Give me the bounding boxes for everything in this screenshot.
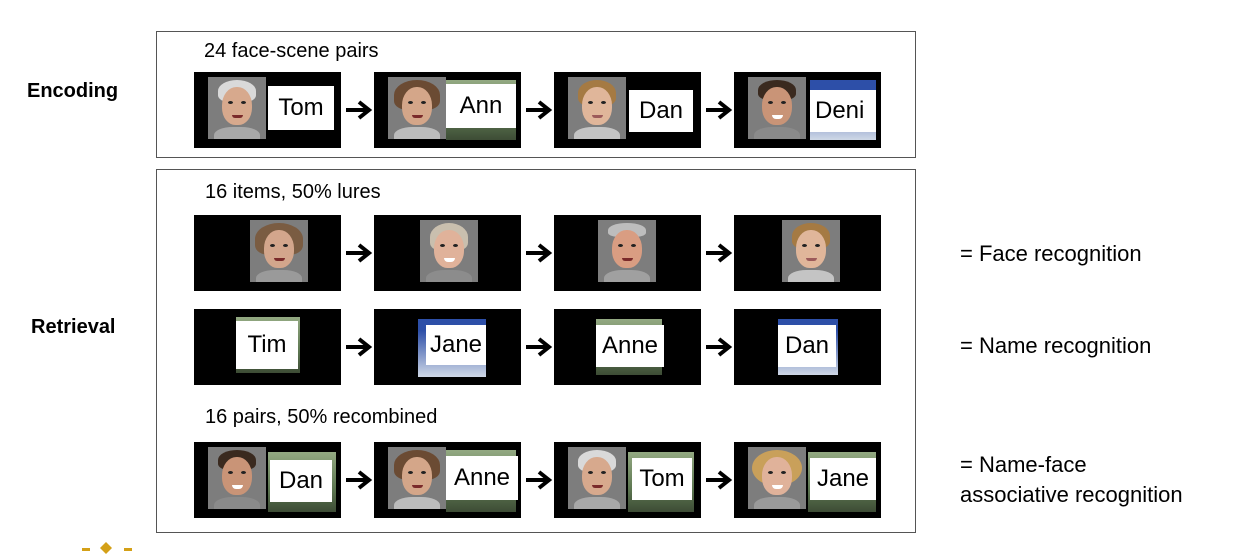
face-recognition-label: = Face recognition bbox=[960, 241, 1142, 266]
name-card: Dan bbox=[629, 90, 693, 132]
arrow-right-icon bbox=[701, 72, 734, 148]
arrow-right-icon bbox=[341, 72, 374, 148]
name-card: Dan bbox=[270, 460, 332, 502]
encoding-tile-4: Deni bbox=[734, 72, 881, 148]
name-recognition-sequence: Tim Jane Anne Dan bbox=[194, 309, 881, 385]
pair-tile-1: Dan bbox=[194, 442, 341, 518]
arrow-right-icon bbox=[701, 442, 734, 518]
face-recognition-caption: 16 items, 50% lures bbox=[205, 181, 381, 203]
encoding-caption: 24 face-scene pairs bbox=[204, 40, 379, 62]
face-photo bbox=[250, 220, 308, 282]
face-photo bbox=[208, 77, 266, 139]
name-card: Deni bbox=[810, 90, 876, 132]
arrow-right-icon bbox=[521, 215, 554, 291]
face-photo bbox=[598, 220, 656, 282]
name-card: Ann bbox=[446, 84, 516, 128]
arrow-right-icon bbox=[341, 215, 374, 291]
encoding-tile-2: Ann bbox=[374, 72, 521, 148]
face-photo bbox=[568, 447, 626, 509]
arrow-right-icon bbox=[521, 72, 554, 148]
face-photo bbox=[748, 447, 806, 509]
arrow-right-icon bbox=[701, 215, 734, 291]
face-tile-2 bbox=[374, 215, 521, 291]
associative-recognition-label-line1: = Name-face bbox=[960, 452, 1087, 477]
retrieval-label: Retrieval bbox=[31, 316, 116, 338]
face-tile-1 bbox=[194, 215, 341, 291]
encoding-label: Encoding bbox=[27, 80, 119, 102]
name-card: Tom bbox=[632, 458, 692, 500]
name-tile-4: Dan bbox=[734, 309, 881, 385]
face-recognition-sequence bbox=[194, 215, 881, 291]
name-card: Anne bbox=[596, 325, 664, 367]
arrow-right-icon bbox=[341, 309, 374, 385]
encoding-tile-3: Dan bbox=[554, 72, 701, 148]
name-recognition-label: = Name recognition bbox=[960, 333, 1152, 358]
face-photo bbox=[388, 447, 446, 509]
pair-tile-3: Tom bbox=[554, 442, 701, 518]
associative-recognition-sequence: Dan Anne Tom bbox=[194, 442, 881, 518]
arrow-right-icon bbox=[701, 309, 734, 385]
associative-recognition-caption: 16 pairs, 50% recombined bbox=[205, 406, 438, 428]
name-tile-3: Anne bbox=[554, 309, 701, 385]
name-tile-2: Jane bbox=[374, 309, 521, 385]
face-photo bbox=[568, 77, 626, 139]
face-photo bbox=[388, 77, 446, 139]
name-card: Tom bbox=[268, 86, 334, 130]
pair-tile-4: Jane bbox=[734, 442, 881, 518]
arrow-right-icon bbox=[521, 309, 554, 385]
face-photo bbox=[748, 77, 806, 139]
encoding-sequence: Tom Ann Dan Deni bbox=[194, 72, 881, 148]
arrow-right-icon bbox=[521, 442, 554, 518]
encoding-tile-1: Tom bbox=[194, 72, 341, 148]
name-card: Jane bbox=[810, 458, 876, 500]
name-card: Tim bbox=[236, 321, 298, 369]
arrow-right-icon bbox=[341, 442, 374, 518]
face-photo bbox=[420, 220, 478, 282]
logo-ornament-icon bbox=[82, 541, 134, 554]
face-photo bbox=[208, 447, 266, 509]
face-tile-4 bbox=[734, 215, 881, 291]
pair-tile-2: Anne bbox=[374, 442, 521, 518]
name-card: Dan bbox=[778, 325, 836, 367]
name-tile-1: Tim bbox=[194, 309, 341, 385]
name-card: Jane bbox=[426, 325, 486, 365]
face-tile-3 bbox=[554, 215, 701, 291]
face-photo bbox=[782, 220, 840, 282]
name-card: Anne bbox=[446, 456, 518, 500]
associative-recognition-label-line2: associative recognition bbox=[960, 482, 1183, 507]
